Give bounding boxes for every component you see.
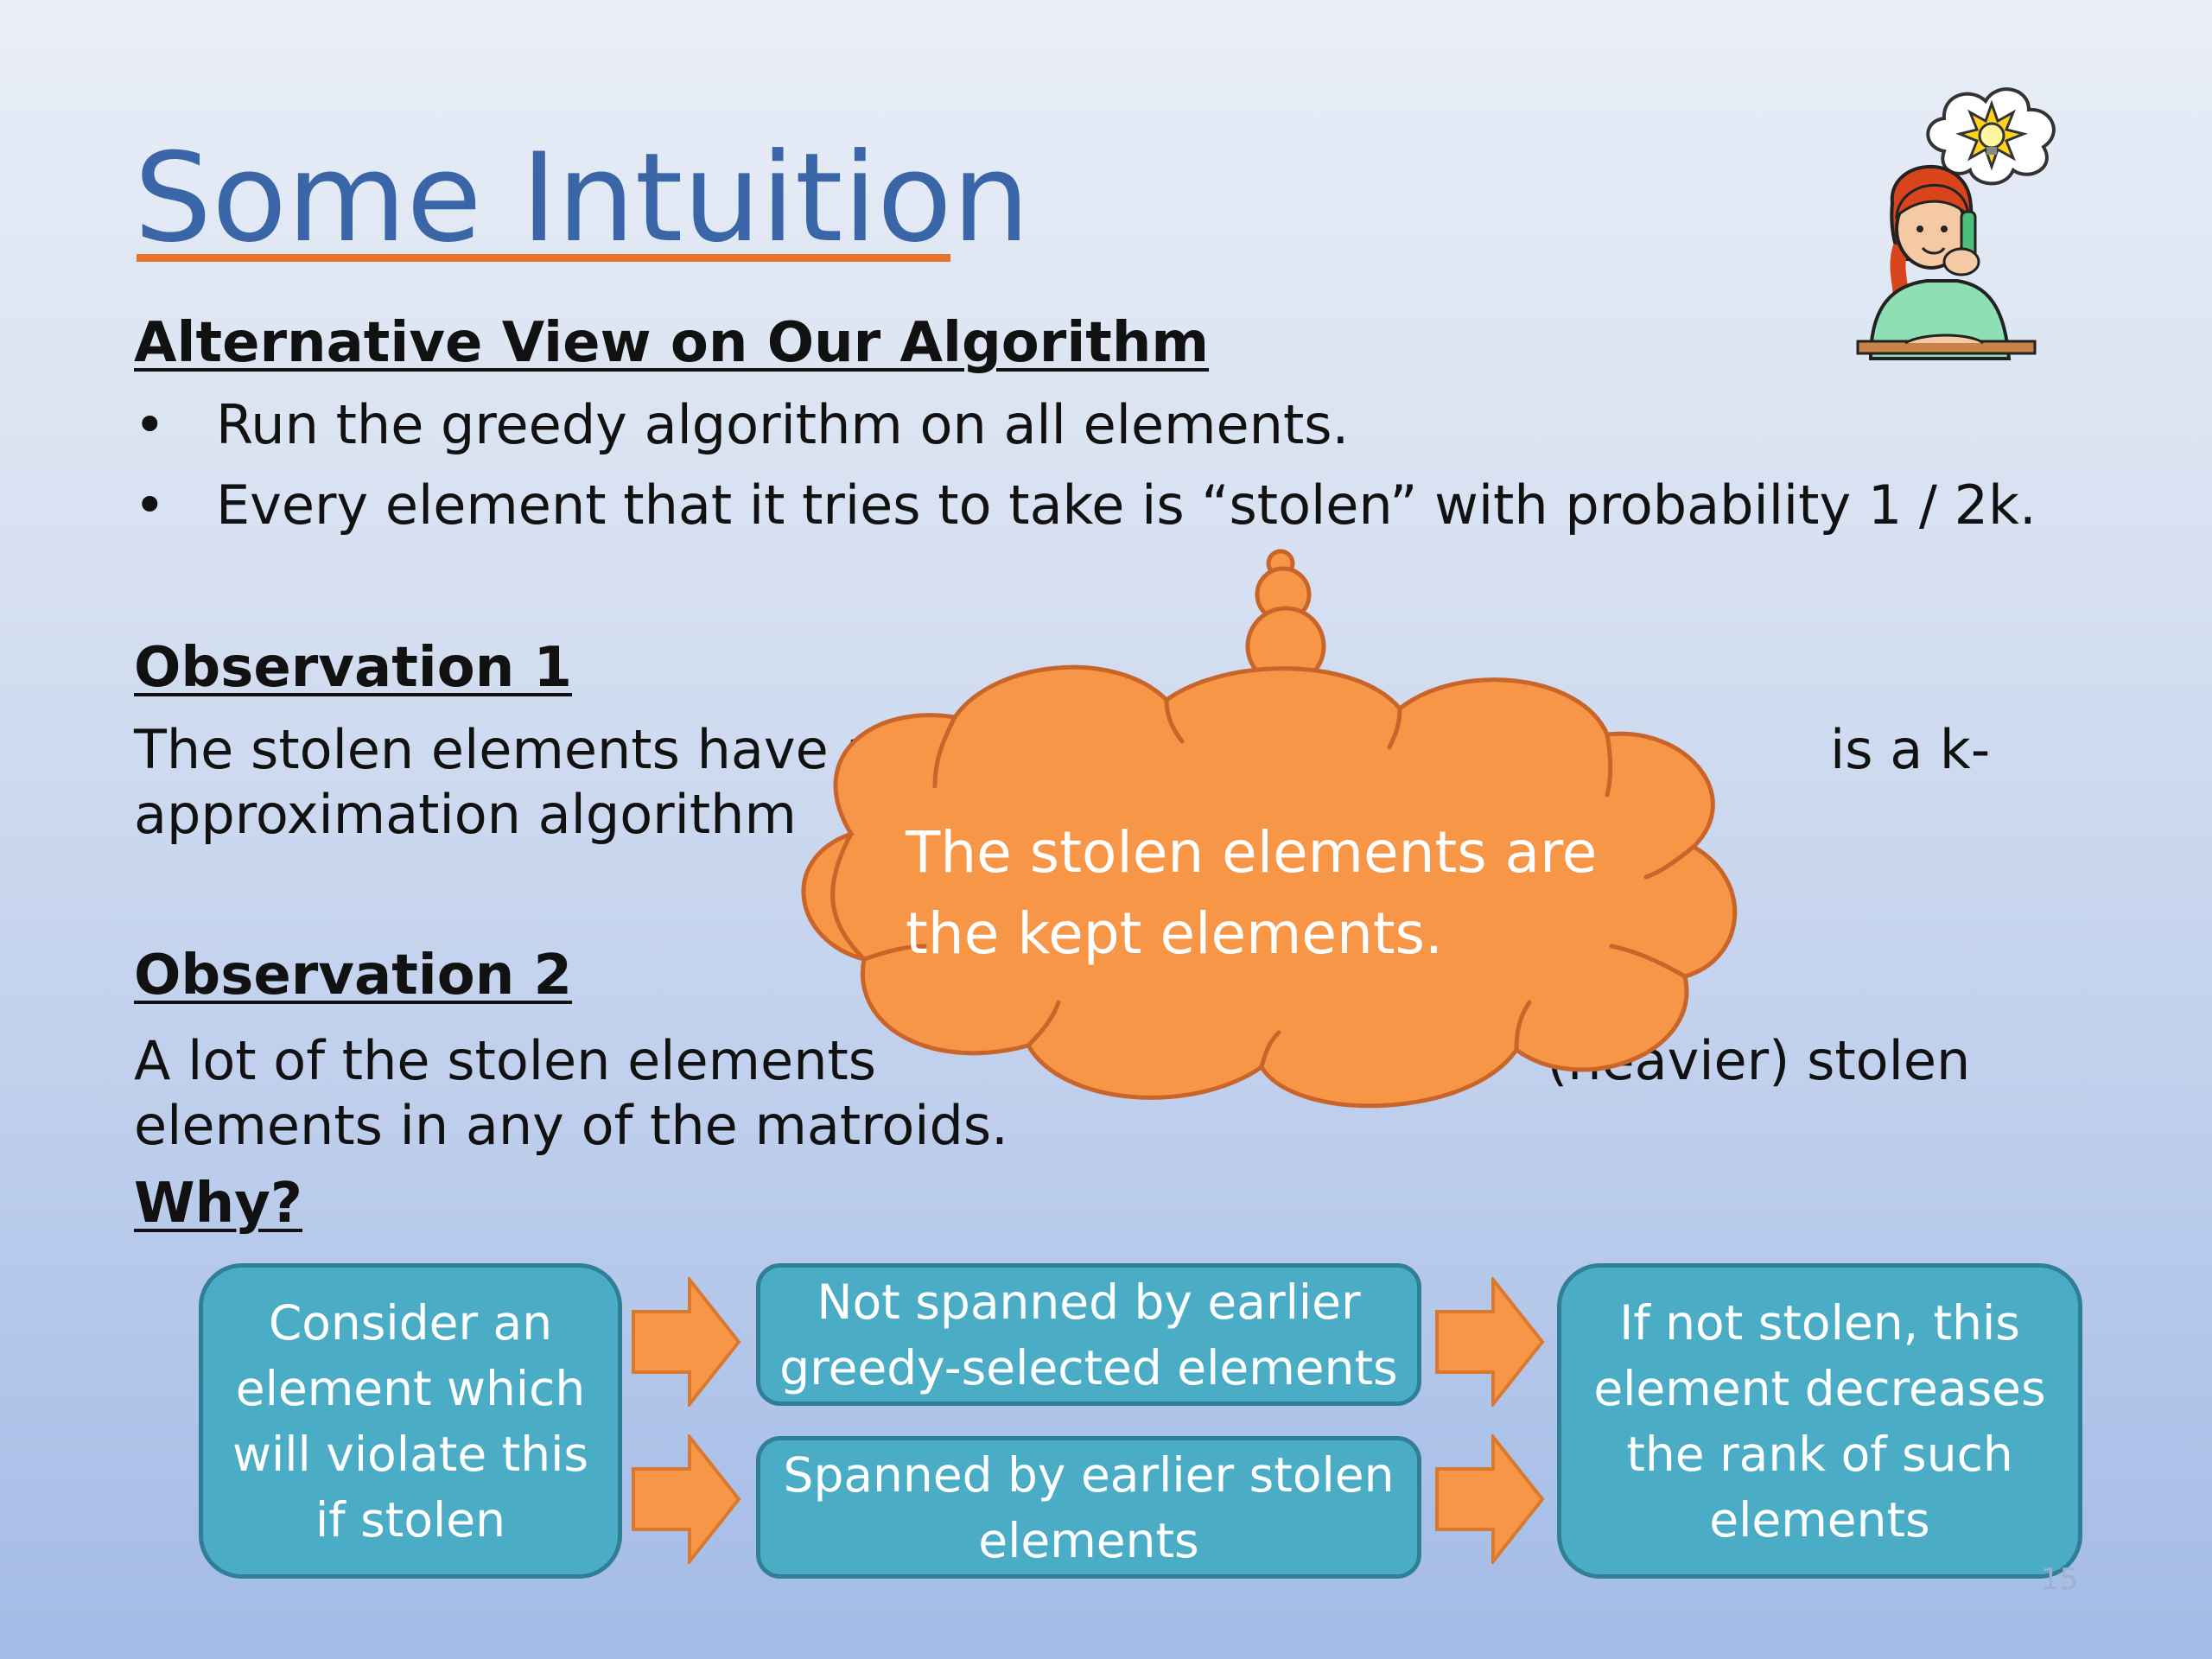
thinking-girl-clipart-icon <box>1856 87 2056 360</box>
flow-box-spanned-by-stolen: Spanned by earlier stolen elements <box>756 1436 1421 1579</box>
observation-1-line1-start: The stolen elements have a <box>134 718 879 781</box>
flow-box-consider-element: Consider an element which will violate t… <box>199 1263 622 1579</box>
page-number: 15 <box>2041 1562 2079 1597</box>
observation-2-heading: Observation 2 <box>134 944 573 1007</box>
section-heading-alternative-view: Alternative View on Our Algorithm <box>134 311 1210 375</box>
flow-arrow-right-icon <box>632 1277 741 1407</box>
thought-cloud-callout <box>801 549 1738 1109</box>
flow-box-decreases-rank: If not stolen, this element decreases th… <box>1557 1263 2082 1579</box>
observation-1-heading: Observation 1 <box>134 636 573 700</box>
bullet-icon: • <box>134 393 166 456</box>
observation-2-line1-start: A lot of the stolen elements <box>134 1029 877 1092</box>
bullet-icon: • <box>134 474 166 537</box>
flow-arrow-right-icon <box>1435 1277 1545 1407</box>
observation-2-line2: elements in any of the matroids. <box>134 1094 1008 1157</box>
observation-1-line1-end: is a k- <box>1830 718 1991 781</box>
flow-arrow-right-icon <box>1435 1434 1545 1564</box>
title-underline <box>137 254 950 262</box>
callout-text: The stolen elements are the kept element… <box>906 819 1598 967</box>
slide-title: Some Intuition <box>134 127 1030 270</box>
flow-box-not-spanned: Not spanned by earlier greedy-selected e… <box>756 1263 1421 1406</box>
bullet-item: •Every element that it tries to take is … <box>134 474 2037 537</box>
bullet-item: •Run the greedy algorithm on all element… <box>134 393 1350 456</box>
flow-arrow-right-icon <box>632 1434 741 1564</box>
observation-1-line2: approximation algorithm <box>134 783 797 846</box>
why-heading: Why? <box>134 1172 302 1236</box>
